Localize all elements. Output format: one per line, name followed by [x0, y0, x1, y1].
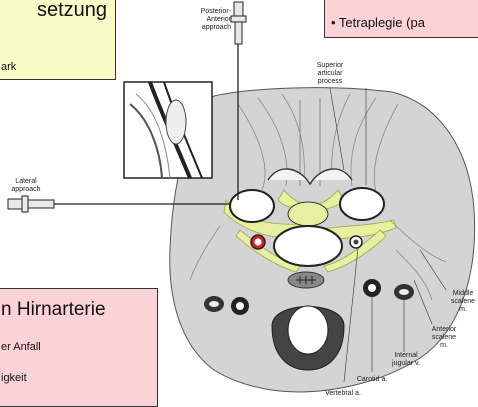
label-vertebral-artery: Vertebral a.	[318, 390, 368, 398]
label-lateral-approach: Lateral approach	[6, 178, 46, 194]
right-articular-process	[340, 188, 384, 220]
label-carotid-artery: Carotid a.	[352, 376, 392, 384]
vertebral-body	[274, 226, 342, 266]
magnified-inset	[124, 82, 212, 178]
label-posterior-anterior-approach: Posterior- Anterior approach	[183, 8, 231, 32]
label-anterior-scalene: Anterior scalene m.	[424, 326, 464, 350]
spinal-cord	[288, 202, 328, 226]
label-internal-jugular-vein: Internal jugular v.	[386, 352, 426, 368]
label-superior-articular-process: Superior articular process	[306, 62, 354, 86]
left-articular-process	[230, 190, 274, 222]
label-middle-scalene: Middle scalene m.	[446, 290, 478, 314]
